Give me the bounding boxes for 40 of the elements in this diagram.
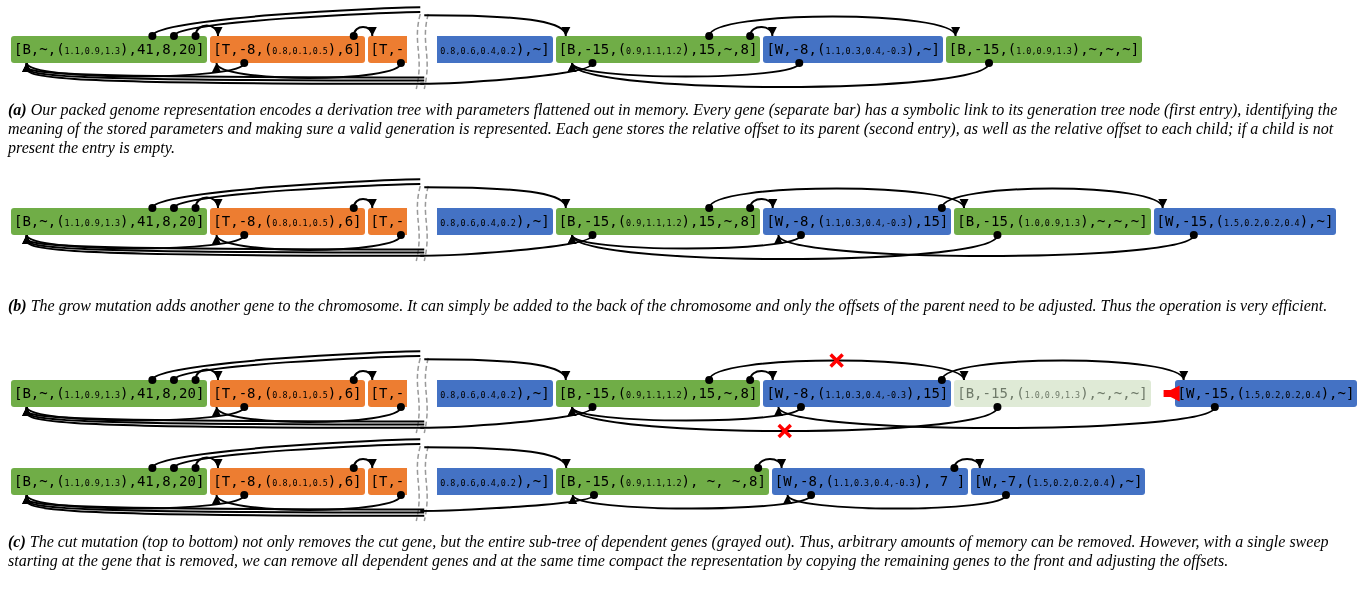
figure-caption: (c) The cut mutation (top to bottom) not only removes the cut gene, but the entire sub-tree of dependent genes (grayed out). Thus, arbitrary amounts of memory can be removed. However, with a single sweep starting at the gene that is removed, we can remove all dependent genes and at the same time compact the representation by copying the remaining genes to the front and adjusting the offsets. (8, 532, 1330, 570)
arrow (25, 403, 249, 422)
arrow (705, 15, 957, 40)
arrow (746, 370, 776, 384)
arrow (786, 491, 1010, 510)
arrow (950, 458, 983, 472)
arrow (349, 198, 376, 212)
arrow (191, 456, 222, 472)
arrow (777, 231, 1198, 257)
arrow (349, 458, 376, 472)
figure-caption: (a) Our packed genome representation encodes a derivation tree with parameters flattened out in memory. Every gene (separate bar) has a symbolic link to its generation tree node (first entry), identifying the meaning of the stored parameters and making sure a valid generation is represented. Each gene stores the relative offset to its parent (second entry), as well as the relative offset to each child; if a child is not present the entry is empty. (8, 100, 1339, 157)
arrow (423, 446, 569, 469)
arrow (215, 59, 405, 79)
arrow (423, 14, 569, 37)
arrow (25, 491, 249, 510)
arrow (215, 231, 405, 251)
arrow (349, 370, 376, 384)
arrow (191, 24, 222, 40)
arrow (191, 368, 222, 384)
arrow (571, 491, 816, 510)
gene-segment: [T,- (367, 380, 408, 407)
arrow (215, 403, 405, 423)
arrow (25, 231, 249, 250)
arrow (705, 359, 966, 384)
gene-segment: [T,- (367, 208, 408, 235)
arrow (777, 403, 1219, 429)
arrow (746, 198, 776, 212)
arrow (25, 59, 249, 78)
figure-caption: (b) The grow mutation adds another gene to the chromosome. It can simply be added to the back of the chromosome and only the offsets of the parent need to be adjusted. Thus the operation is very efficient. (8, 296, 1329, 315)
arrow (423, 186, 569, 209)
arrow (215, 491, 405, 511)
arrow (754, 458, 785, 472)
gene-segment: [T,- (367, 36, 408, 63)
arrow (191, 196, 222, 212)
gene-segment: [T,- (367, 468, 408, 495)
arrow (705, 187, 966, 212)
arrow (746, 26, 776, 40)
arrow (1163, 385, 1180, 402)
arrow (349, 26, 376, 40)
arrow (423, 358, 569, 381)
